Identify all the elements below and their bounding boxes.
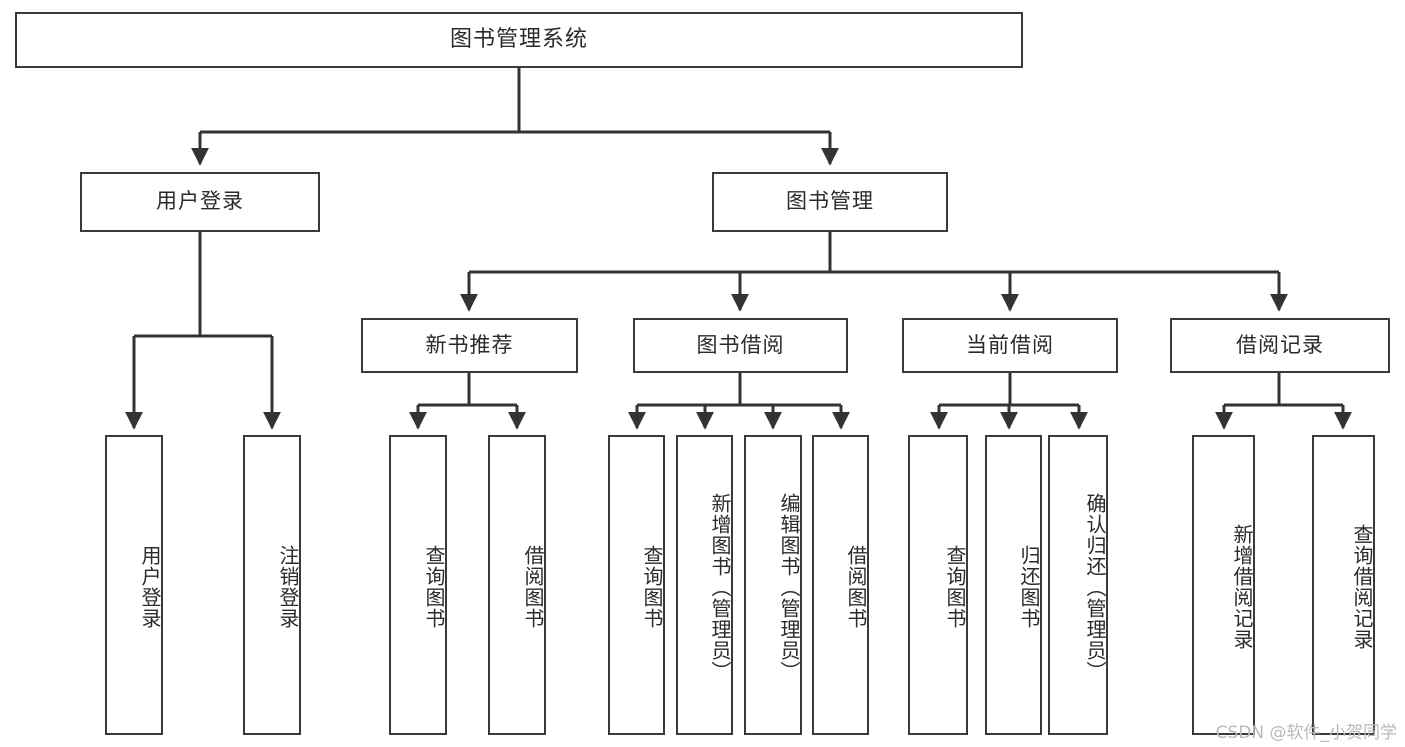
leaf-current-borrow-return[interactable]: 归还图书 xyxy=(985,435,1042,735)
node-label: 借阅记录 xyxy=(1236,332,1324,357)
leaf-current-borrow-query[interactable]: 查询图书 xyxy=(908,435,968,735)
node-label: 借阅图书 xyxy=(844,545,868,629)
node-label: 编辑图书（管理员） xyxy=(777,492,801,682)
node-user-login[interactable]: 用户登录 xyxy=(80,172,320,232)
leaf-new-book-query[interactable]: 查询图书 xyxy=(389,435,447,735)
leaf-book-borrow-query[interactable]: 查询图书 xyxy=(608,435,665,735)
node-label: 确认归还（管理员） xyxy=(1083,492,1107,682)
node-label: 新增图书（管理员） xyxy=(708,492,732,682)
node-label: 新书推荐 xyxy=(425,332,514,357)
leaf-book-borrow-borrow[interactable]: 借阅图书 xyxy=(812,435,869,735)
node-label: 查询借阅记录 xyxy=(1350,524,1374,650)
leaf-book-borrow-edit[interactable]: 编辑图书（管理员） xyxy=(744,435,802,735)
node-current-borrow[interactable]: 当前借阅 xyxy=(902,318,1118,373)
node-label: 用户登录 xyxy=(138,545,162,629)
node-label: 图书管理系统 xyxy=(449,26,588,52)
leaf-borrow-record-add[interactable]: 新增借阅记录 xyxy=(1192,435,1255,735)
csdn-watermark: CSDN @软件_小贺同学 xyxy=(1215,723,1397,743)
node-label: 新增借阅记录 xyxy=(1230,524,1254,650)
node-label: 图书管理 xyxy=(786,189,874,214)
node-borrow-record[interactable]: 借阅记录 xyxy=(1170,318,1390,373)
node-label: 查询图书 xyxy=(640,545,664,629)
leaf-borrow-record-query[interactable]: 查询借阅记录 xyxy=(1312,435,1375,735)
node-book-management[interactable]: 图书管理 xyxy=(712,172,948,232)
node-label: 查询图书 xyxy=(943,545,967,629)
leaf-new-book-borrow[interactable]: 借阅图书 xyxy=(488,435,546,735)
node-label: 当前借阅 xyxy=(966,332,1054,357)
node-label: 注销登录 xyxy=(276,545,300,629)
node-label: 图书借阅 xyxy=(696,332,785,357)
node-label: 用户登录 xyxy=(156,189,244,214)
leaf-current-borrow-confirm[interactable]: 确认归还（管理员） xyxy=(1048,435,1108,735)
leaf-user-login-login[interactable]: 用户登录 xyxy=(105,435,163,735)
node-new-book-recommend[interactable]: 新书推荐 xyxy=(361,318,578,373)
leaf-book-borrow-add[interactable]: 新增图书（管理员） xyxy=(676,435,733,735)
node-label: 借阅图书 xyxy=(521,545,545,629)
node-label: 查询图书 xyxy=(422,545,446,629)
node-label: 归还图书 xyxy=(1017,545,1041,629)
leaf-user-login-logout[interactable]: 注销登录 xyxy=(243,435,301,735)
node-book-borrow[interactable]: 图书借阅 xyxy=(633,318,848,373)
node-root-system[interactable]: 图书管理系统 xyxy=(15,12,1023,68)
